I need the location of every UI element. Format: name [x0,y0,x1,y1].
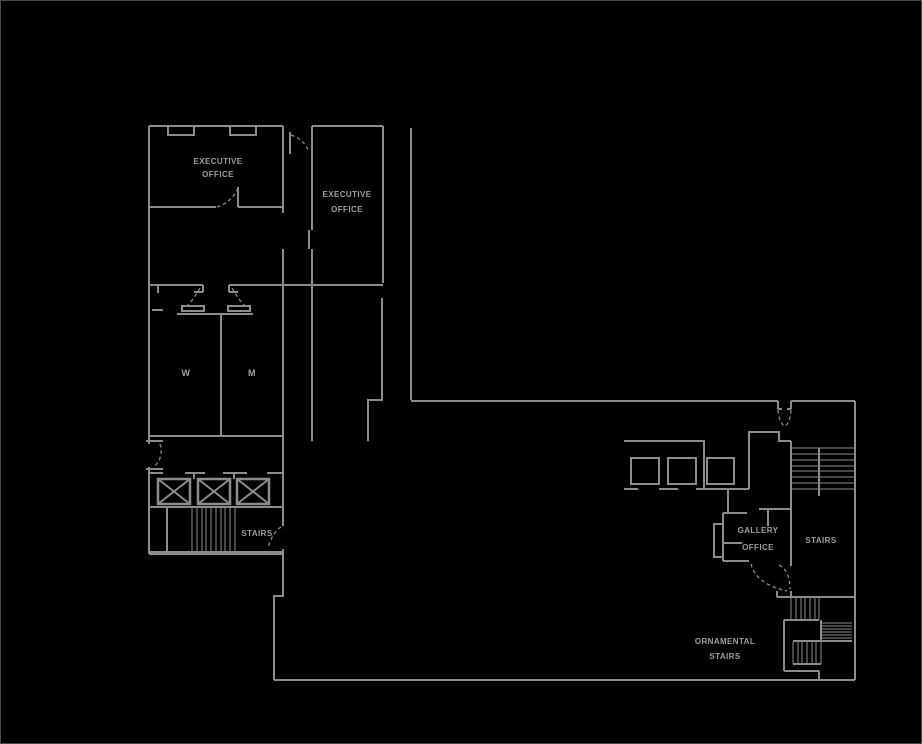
stairwell-right: STAIRS [748,431,855,598]
ornamental-stairs: ORNAMENTAL STAIRS [695,597,852,680]
elevator-shaft [235,477,271,506]
executive-office-1: EXECUTIVE OFFICE [149,157,283,208]
stairwell-left: STAIRS [149,507,283,553]
restrooms: W M [149,314,283,437]
room-label: OFFICE [742,543,774,552]
stair-treads [821,622,852,639]
stair-treads [792,642,822,664]
pilaster [713,523,724,558]
door-swing-arc [267,526,282,549]
door-jambs [777,401,792,410]
gallery-office: GALLERY OFFICE [713,489,791,592]
room-label: STAIRS [709,652,740,661]
door-swing-arc [231,287,246,307]
door-leaf [181,305,205,312]
door-swing-arc [777,409,786,428]
window-box [167,125,195,136]
exterior-walls [273,401,856,681]
left-wing-walls [148,125,284,555]
room-label: W [182,368,191,378]
corridor-north-door [289,132,310,154]
restroom-vestibule [149,284,383,315]
room-label: M [248,368,256,378]
door-swing-arc [216,187,239,208]
room-label: STAIRS [805,536,836,545]
west-exit-door [146,440,163,470]
stair-treads [791,447,855,490]
door-swing-arc [778,564,791,590]
elevator-shaft [196,477,232,506]
door-swing-arc [154,443,162,467]
room-label: EXECUTIVE [194,157,243,166]
room-label: OFFICE [202,170,234,179]
center-corridors [308,126,412,441]
display-case [706,457,735,485]
door-swing-arc [784,409,792,428]
room-label: GALLERY [738,526,779,535]
stair-treads [790,597,820,620]
elevator-shaft [156,477,192,506]
window-box [229,125,257,136]
stair-treads [191,507,236,552]
gallery-partitions [624,432,750,490]
door-leaf [227,305,251,312]
room-label: STAIRS [241,529,272,538]
door-swing-arc [290,134,310,153]
hall-north-wall [411,400,855,428]
display-case [667,457,697,485]
door-swing-arc [750,563,788,592]
room-label: ORNAMENTAL [695,637,755,646]
executive-office-2: EXECUTIVE OFFICE [312,125,384,283]
elevator-lobby [149,472,283,508]
room-label: OFFICE [331,205,363,214]
door-swing-arc [186,287,201,307]
display-case [630,457,660,485]
room-label: EXECUTIVE [323,190,372,199]
